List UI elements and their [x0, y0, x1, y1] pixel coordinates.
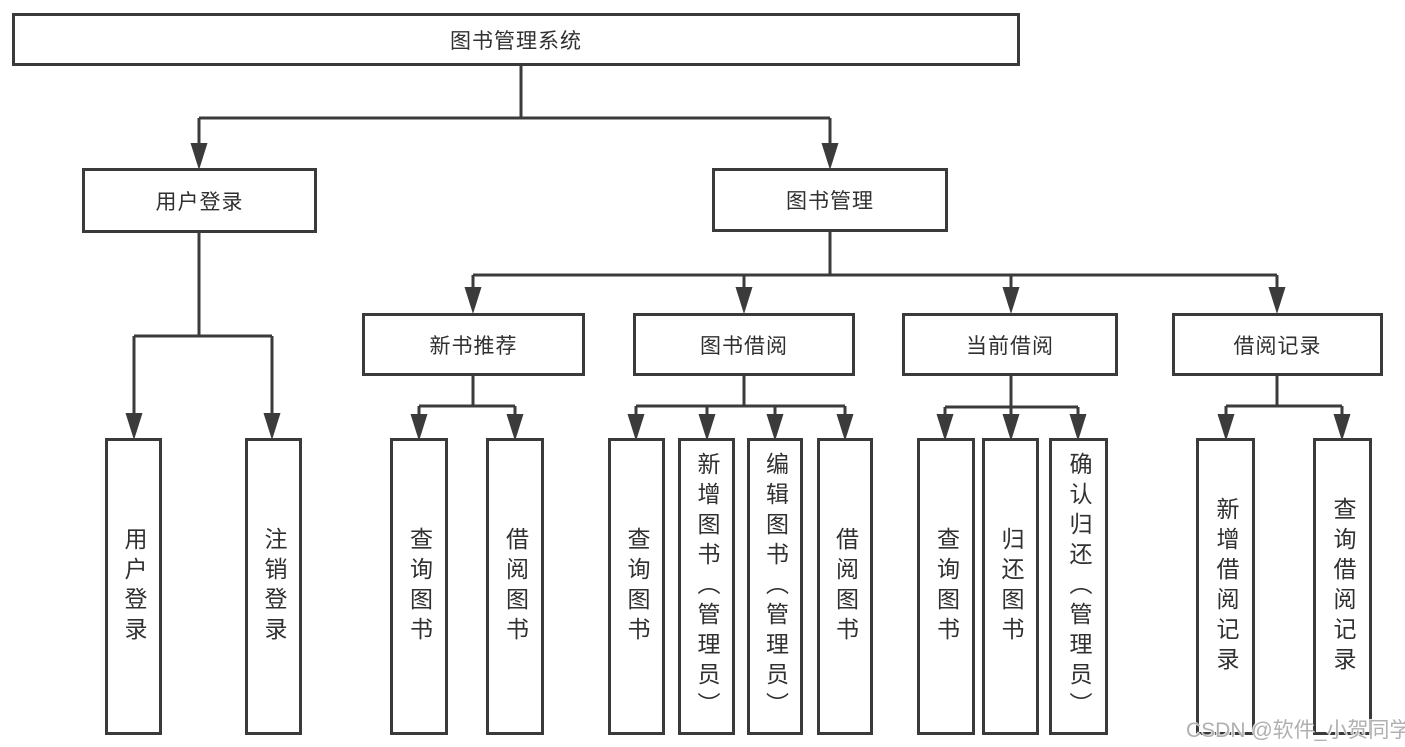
leaf-add-books-admin: 新增图书（管理员）	[678, 438, 735, 735]
connector-current-borrow-children	[936, 376, 1087, 441]
node-label: 查询图书	[406, 526, 433, 647]
node-label: 新增借阅记录	[1213, 496, 1239, 677]
leaf-edit-books-admin: 编辑图书（管理员）	[747, 438, 803, 735]
leaf-add-borrow-record: 新增借阅记录	[1196, 438, 1255, 735]
leaf-user-login: 用户登录	[105, 438, 162, 735]
node-label: 注销登录	[261, 526, 287, 647]
node-label: 用户登录	[121, 526, 147, 647]
node-label: 图书管理	[786, 190, 874, 213]
leaf-query-books-current: 查询图书	[917, 438, 975, 735]
connector-borrow-records-children	[1217, 376, 1351, 441]
node-user-login: 用户登录	[82, 168, 317, 233]
node-label: 新增图书（管理员）	[694, 451, 720, 722]
connector-book-borrow-children	[627, 376, 854, 441]
leaf-query-books-recommend: 查询图书	[390, 438, 448, 735]
connector-user-login-children	[125, 233, 281, 440]
node-label: 查询图书	[624, 526, 650, 647]
leaf-logout: 注销登录	[245, 438, 302, 735]
connector-book-management-children	[464, 232, 1286, 314]
node-current-borrow: 当前借阅	[902, 313, 1118, 376]
node-label: 编辑图书（管理员）	[762, 451, 789, 722]
node-label: 借阅图书	[502, 526, 529, 647]
csdn-watermark: CSDN @软件_小贺同学	[1186, 719, 1405, 742]
node-label: 当前借阅	[966, 334, 1054, 358]
node-library-management-system: 图书管理系统	[12, 13, 1020, 66]
node-label: 确认归还（管理员）	[1066, 451, 1092, 722]
node-label: 查询借阅记录	[1330, 496, 1356, 677]
node-label: 用户登录	[155, 190, 244, 214]
leaf-confirm-return-admin: 确认归还（管理员）	[1049, 438, 1108, 735]
connector-root-to-level2	[190, 66, 839, 170]
node-borrow-records: 借阅记录	[1172, 313, 1383, 376]
node-label: 借阅记录	[1233, 334, 1322, 358]
leaf-query-borrow-record: 查询借阅记录	[1313, 438, 1372, 735]
leaf-borrow-books: 借阅图书	[817, 438, 873, 735]
node-label: 查询图书	[933, 526, 960, 647]
node-new-book-recommend: 新书推荐	[362, 313, 585, 376]
leaf-return-books: 归还图书	[982, 438, 1039, 735]
connector-new-book-children	[410, 376, 524, 441]
node-label: 借阅图书	[832, 526, 859, 647]
node-label: 新书推荐	[429, 334, 518, 358]
node-label: 归还图书	[998, 526, 1024, 647]
leaf-query-books-borrow: 查询图书	[608, 438, 665, 735]
node-label: 图书管理系统	[450, 29, 582, 53]
node-label: 图书借阅	[700, 334, 788, 358]
node-book-borrow: 图书借阅	[633, 313, 855, 376]
node-book-management: 图书管理	[712, 168, 948, 232]
leaf-borrow-books-recommend: 借阅图书	[486, 438, 544, 735]
